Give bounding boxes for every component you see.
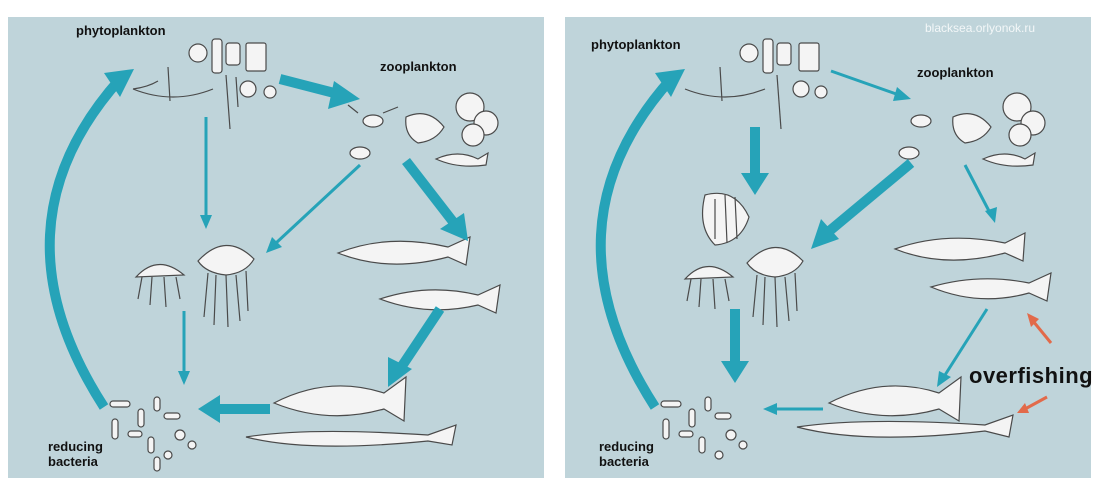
small-fish-pair-icon: [338, 237, 500, 313]
diagram-panel-before: phytoplankton zooplankton reducing bacte…: [8, 17, 544, 478]
phytoplankton-cluster-icon: [685, 39, 827, 129]
predator-fish-icon: [246, 377, 456, 446]
label-overfishing: overfishing: [969, 363, 1093, 389]
food-web-after: [565, 17, 1091, 478]
zooplankton-cluster-icon: [348, 93, 498, 166]
label-bacteria-line2: bacteria: [599, 454, 649, 469]
ctenophore-icon: [703, 193, 749, 245]
label-zooplankton: zooplankton: [380, 59, 457, 74]
label-zooplankton: zooplankton: [917, 65, 994, 80]
bacteria-cluster-icon: [661, 397, 747, 459]
label-bacteria-line1: reducing: [599, 439, 654, 454]
watermark: blacksea.orlyonok.ru: [925, 21, 1035, 35]
bacteria-cluster-icon: [110, 397, 196, 471]
phytoplankton-cluster-icon: [133, 39, 276, 129]
label-bacteria-line1: reducing: [48, 439, 103, 454]
label-phytoplankton: phytoplankton: [76, 23, 166, 38]
label-bacteria-line2: bacteria: [48, 454, 98, 469]
diagram-panel-after: blacksea.orlyonok.ru phytoplankton zoopl…: [565, 17, 1091, 478]
jellyfish-group-icon: [685, 247, 803, 327]
jellyfish-group-icon: [136, 245, 254, 327]
label-phytoplankton: phytoplankton: [591, 37, 681, 52]
zooplankton-cluster-icon: [899, 93, 1045, 166]
small-fish-pair-icon: [895, 233, 1051, 301]
food-web-before: [8, 17, 544, 478]
